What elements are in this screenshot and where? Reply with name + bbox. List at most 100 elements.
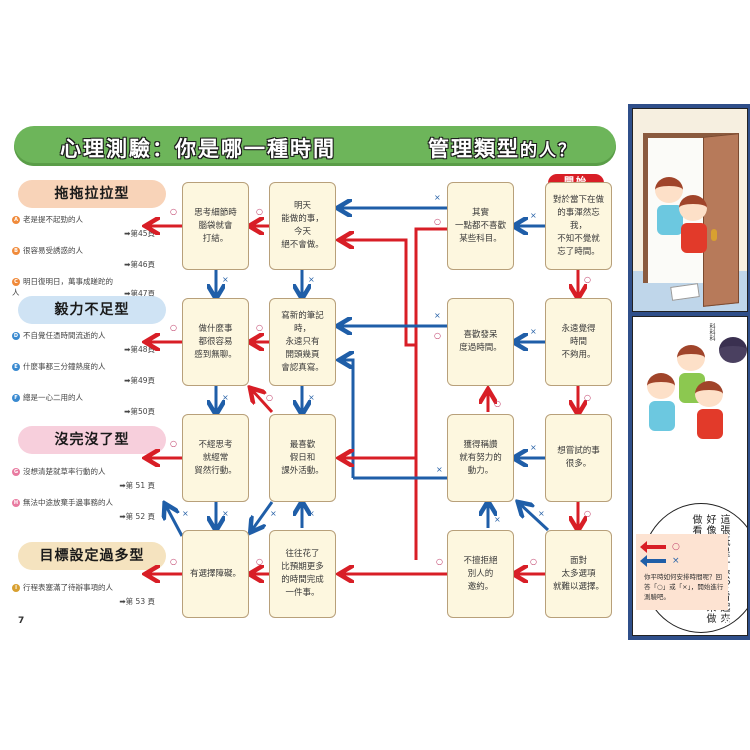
page-ref: ➡第50頁 [124,407,155,416]
legend-yes-mark: ○ [672,542,680,552]
page-number-left: 7 [18,616,25,626]
question-box: 獲得稱讚 就有努力的 動力。 [447,414,514,502]
yes-mark: ○ [256,207,263,216]
yes-mark: ○ [170,207,177,216]
no-mark: × [182,509,189,518]
title-right-small: 的人？ [520,141,577,162]
boy-head-illustration [679,195,707,221]
comic-panel-door [632,108,748,312]
title-right-main: 管理類型 [428,137,520,162]
question-box: 有選擇障礙。 [182,530,249,618]
title-right: 管理類型的人？ [428,133,577,163]
no-mark: × [530,443,537,452]
monster-illustration [719,337,747,363]
no-mark: × [270,509,277,518]
type-item-text: 明日復明日，萬事成蹉跎的人 [12,277,113,297]
no-mark: × [308,275,315,284]
boy-head-illustration [655,177,683,203]
yes-mark: ○ [434,217,441,226]
yes-mark: ○ [170,439,177,448]
legend-instruction: 你平時如何安排時間呢？回答「○」或「×」，開始進行測驗吧。 [644,573,724,601]
boy-body-illustration [649,401,675,431]
question-box: 思考細節時 腦袋就會 打結。 [182,182,249,270]
boy-body-illustration [681,223,707,253]
no-mark: × [308,393,315,402]
badge-f-icon: F [12,394,20,402]
type-item-text: 老是提不起勁的人 [23,215,83,224]
page-ref: ➡第47頁 [124,289,155,298]
question-box: 想嘗試的事 很多。 [545,414,612,502]
no-mark: × [530,327,537,336]
legend-no-mark: × [672,556,680,566]
boy-head-illustration [647,373,675,399]
sfx-text: 科科科 [708,323,715,341]
question-box: 做什麼事 都很容易 感到無聊。 [182,298,249,386]
no-mark: × [436,465,443,474]
type-heading: 目標設定過多型 [10,542,174,570]
yes-mark: ○ [256,323,263,332]
page-ref: ➡第45頁 [124,229,155,238]
badge-e-icon: E [12,363,20,371]
no-mark: × [222,275,229,284]
boy-head-illustration [677,345,705,371]
badge-d-icon: D [12,332,20,340]
legend: ○ × 你平時如何安排時間呢？回答「○」或「×」，開始進行測驗吧。 [636,534,728,610]
boy-head-illustration [695,381,723,407]
type-item-text: 不自覺任憑時間流逝的人 [23,331,106,340]
yes-mark: ○ [434,331,441,340]
yes-mark: ○ [584,275,591,284]
question-box-start: 對於當下在做 的事渾然忘我， 不知不覺就 忘了時間。 [545,182,612,270]
yes-mark: ○ [266,393,273,402]
question-box: 往往花了 比預期更多 的時間完成 一件事。 [269,530,336,618]
type-item-text: 很容易受誘惑的人 [23,246,83,255]
type-item-text: 總是一心二用的人 [23,393,83,402]
legend-no: × [640,555,680,567]
question-box: 不擅拒絕 別人的 邀約。 [447,530,514,618]
page-ref: ➡第 52 頁 [119,512,155,521]
boy-body-illustration [657,205,683,235]
type-heading: 拖拖拉拉型 [10,180,174,208]
page-ref: ➡第48頁 [124,345,155,354]
type-item-text: 什麼事都三分鐘熱度的人 [23,362,106,371]
no-mark: × [222,509,229,518]
legend-yes: ○ [640,541,680,553]
title-left: 心理測驗：你是哪一種時間 [60,137,336,162]
yes-mark: ○ [584,393,591,402]
yes-mark: ○ [436,557,443,566]
page-ref: ➡第 53 頁 [119,597,155,606]
badge-c-icon: C [12,278,20,286]
badge-a-icon: A [12,216,20,224]
no-mark: × [434,193,441,202]
page-ref: ➡第49頁 [124,376,155,385]
yes-mark: ○ [494,399,501,408]
question-box: 寫新的筆記時， 永遠只有 開頭幾頁 會認真寫。 [269,298,336,386]
yes-mark: ○ [170,557,177,566]
red-arrow-icon [640,541,666,553]
boy-body-illustration [697,409,723,439]
type-item-text: 行程表塞滿了待辦事項的人 [23,583,113,592]
page-ref: ➡第46頁 [124,260,155,269]
badge-h-icon: H [12,499,20,507]
type-heading: 沒完沒了型 [10,426,174,454]
question-box: 明天 能做的事， 今天 絕不會做。 [269,182,336,270]
door-knob-icon [711,229,717,241]
badge-i-icon: I [12,584,20,592]
question-box: 其實 一點都不喜歡 某些科目。 [447,182,514,270]
yes-mark: ○ [170,323,177,332]
question-box: 永遠覺得 時間 不夠用。 [545,298,612,386]
yes-mark: ○ [530,557,537,566]
door-illustration [703,133,739,307]
